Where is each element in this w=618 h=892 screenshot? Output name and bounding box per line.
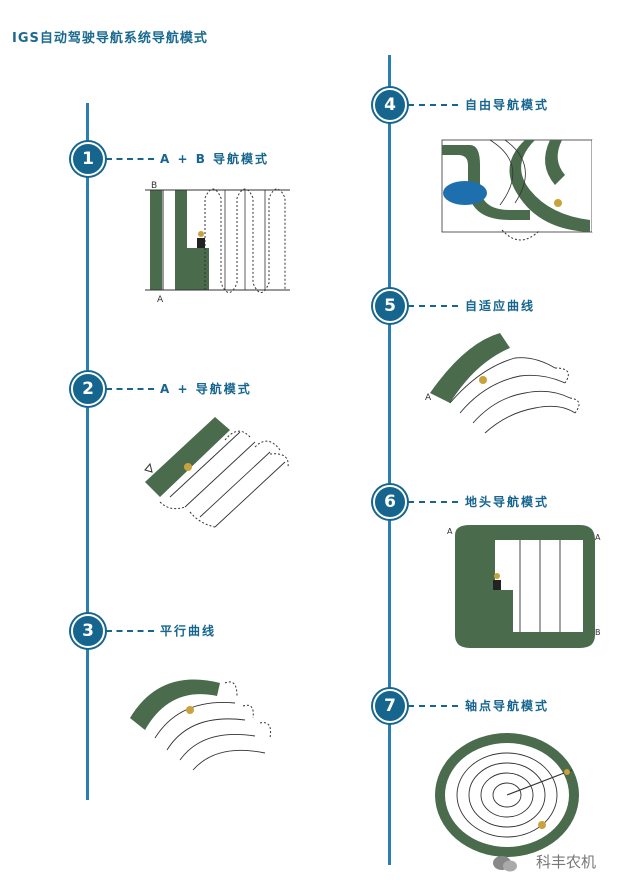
timeline-right [388, 55, 391, 865]
step-number-3: 3 [71, 614, 105, 648]
mode-label-7: 轴点导航模式 [465, 699, 550, 713]
mode-label-4: 自由导航模式 [465, 98, 550, 112]
step-number-4: 4 [373, 88, 407, 122]
step-number-6: 6 [373, 485, 407, 519]
marker-a: A [157, 295, 164, 305]
page-title: IGS自动驾驶导航系统导航模式 [12, 31, 208, 46]
connector-4 [408, 104, 458, 106]
connector-2 [106, 388, 154, 390]
mode-label-3: 平行曲线 [160, 624, 217, 638]
timeline-left [86, 103, 89, 800]
ab-mode-diagram: B A [145, 181, 290, 305]
a-plus-mode-diagram [144, 417, 289, 528]
headland-mode-diagram: A A B [447, 525, 601, 648]
chat-bubble-icon [493, 856, 517, 872]
marker-b: B [151, 181, 157, 191]
svg-text:A: A [425, 393, 432, 403]
svg-text:B: B [595, 628, 601, 637]
adaptive-curve-diagram: A [425, 333, 580, 434]
connector-7 [408, 705, 458, 707]
svg-text:A: A [595, 533, 601, 542]
mode-label-1: A + B 导航模式 [160, 152, 270, 166]
free-mode-diagram [441, 139, 600, 241]
svg-text:A: A [447, 527, 453, 536]
mode-label-6: 地头导航模式 [465, 495, 550, 509]
connector-6 [408, 501, 458, 503]
connector-3 [106, 630, 154, 632]
connector-1 [106, 158, 154, 160]
connector-5 [408, 305, 458, 307]
step-number-1: 1 [71, 142, 105, 176]
mode-label-5: 自适应曲线 [465, 299, 536, 313]
mode-label-2: A + 导航模式 [160, 382, 252, 396]
step-number-5: 5 [373, 289, 407, 323]
step-number-2: 2 [71, 372, 105, 406]
parallel-curve-diagram [130, 679, 271, 771]
pivot-mode-diagram [435, 733, 579, 857]
watermark: 科丰农机 [535, 853, 596, 871]
step-number-7: 7 [373, 689, 407, 723]
